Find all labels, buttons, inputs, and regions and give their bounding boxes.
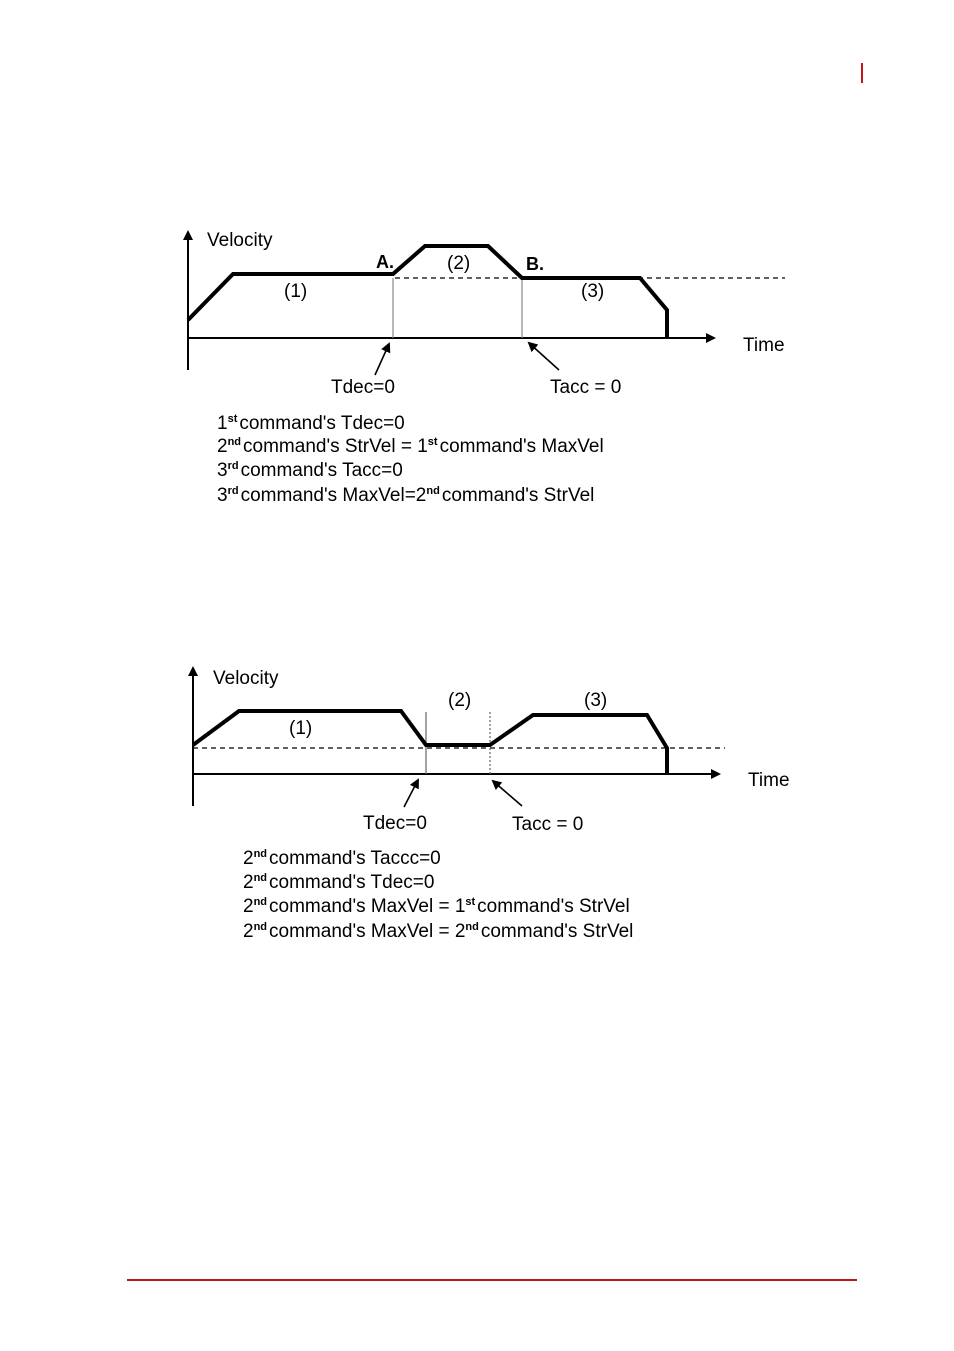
- velocity-profile: [186, 244, 669, 338]
- tacc-label: Tacc = 0: [512, 814, 583, 835]
- segment-label-1: (1): [289, 718, 312, 739]
- header-corner-mark: [861, 63, 863, 83]
- diagram-2: Velocity Time (1) (2) (3) Tdec=0 Tacc = …: [188, 666, 790, 942]
- tacc-arrow: [527, 341, 560, 371]
- y-axis-label: Velocity: [213, 668, 279, 689]
- tdec-label: Tdec=0: [331, 377, 395, 398]
- tacc-arrow: [491, 779, 523, 807]
- tdec-arrow: [374, 342, 391, 376]
- point-b-label: B.: [526, 254, 544, 274]
- tdec-label: Tdec=0: [363, 813, 427, 834]
- footer-rule: [127, 1279, 857, 1281]
- velocity-profile: [191, 709, 669, 774]
- segment-label-3: (3): [584, 690, 607, 711]
- segment-label-2: (2): [447, 253, 470, 274]
- tacc-label: Tacc = 0: [550, 377, 621, 398]
- diagram-1: Velocity Time (1) (2) (3) A. B. Tdec=0 T…: [183, 230, 785, 506]
- segment-label-1: (1): [284, 281, 307, 302]
- x-axis-label: Time: [748, 770, 790, 791]
- y-axis-label: Velocity: [207, 230, 273, 251]
- point-a-label: A.: [376, 252, 394, 272]
- segment-label-2: (2): [448, 690, 471, 711]
- tdec-arrow: [403, 778, 419, 808]
- segment-label-3: (3): [581, 281, 604, 302]
- x-axis-label: Time: [743, 335, 785, 356]
